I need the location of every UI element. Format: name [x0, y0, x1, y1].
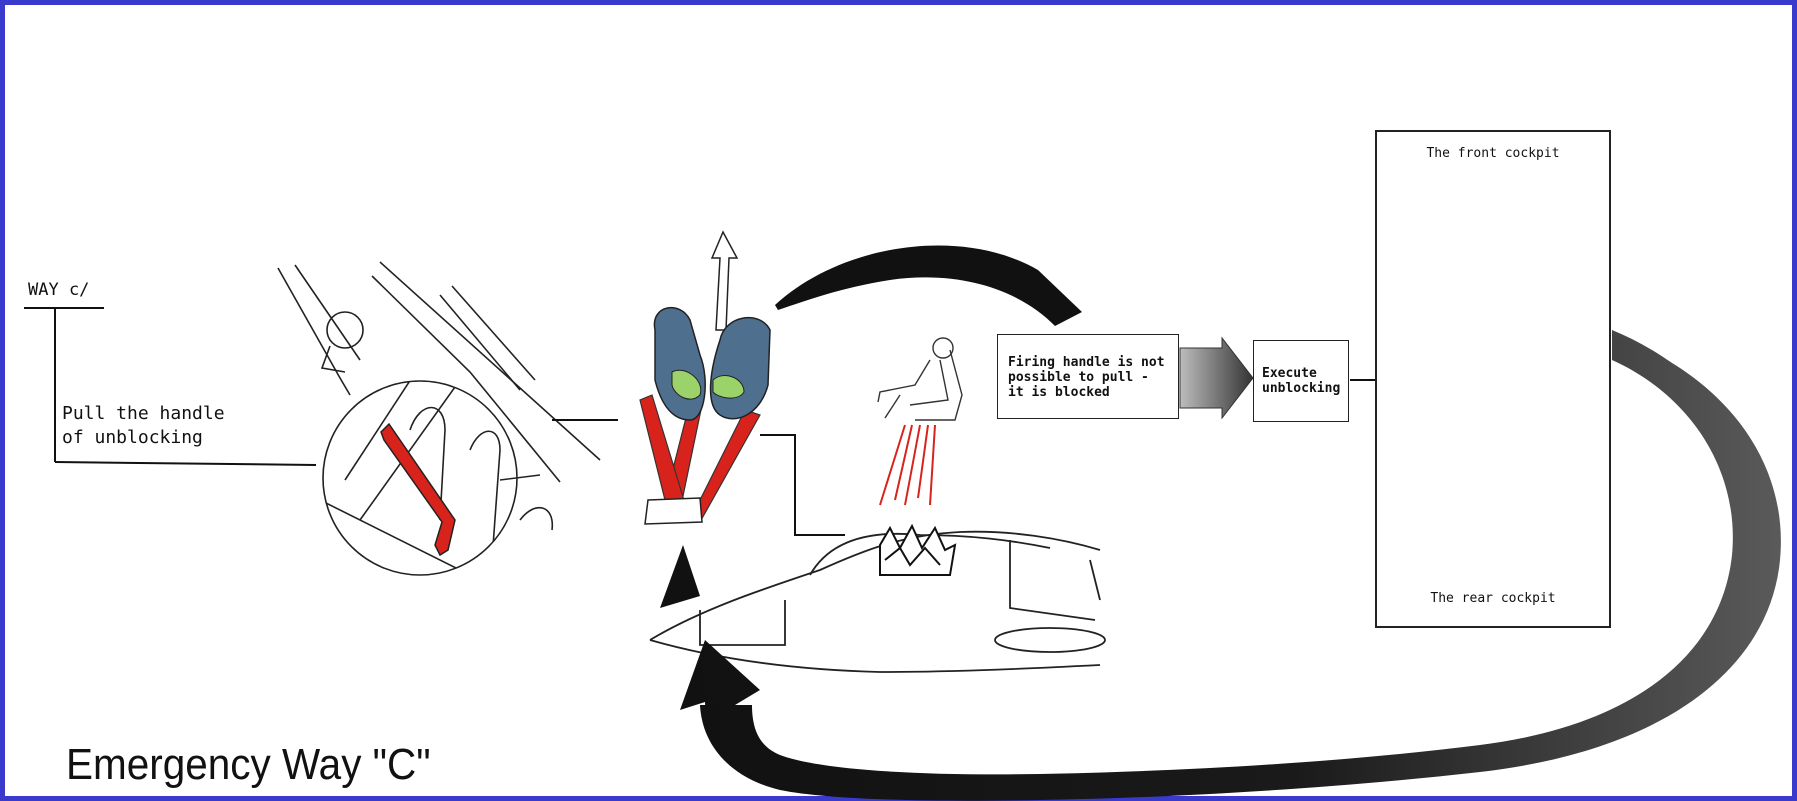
connector-line: [760, 434, 845, 536]
rocket-exhaust: [879, 424, 936, 506]
page-title: Emergency Way "C": [66, 740, 431, 789]
cockpit-panel: [1375, 130, 1611, 628]
grey-arrow-firing-to-execute: [1179, 336, 1254, 420]
rear-cockpit-label: The rear cockpit: [1430, 591, 1556, 606]
gloves-pulling-handle-illustration: [639, 230, 771, 525]
return-arrow-body: [700, 335, 1781, 801]
canopy-breaking-burst: [879, 523, 957, 576]
firing-handle-blocked-box: Firing handle is not possible to pull - …: [997, 334, 1179, 419]
up-arrow-icon: [710, 230, 739, 331]
unblocking-handle: [380, 422, 456, 557]
aircraft-illustration: [649, 530, 1106, 673]
pilot-ejecting-illustration: [877, 337, 963, 421]
execute-unblocking-box: Execute unblocking: [1253, 340, 1349, 422]
arrowhead-up-into-gloves: [660, 545, 700, 608]
way-bracket: [24, 307, 317, 466]
canopy-handle-illustration: [277, 261, 601, 576]
pull-handle-instruction: Pull the handle of unblocking: [62, 403, 225, 448]
curved-arrow-to-firing-box: [775, 245, 1082, 326]
front-cockpit-label: The front cockpit: [1426, 146, 1560, 161]
way-label: WAY c/: [28, 280, 90, 300]
burst-detail: [884, 546, 941, 567]
